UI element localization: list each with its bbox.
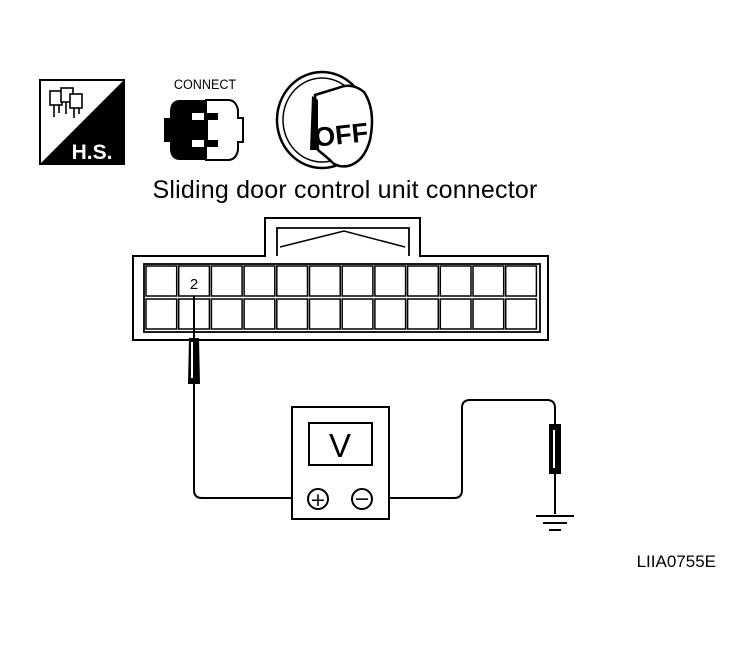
positive-probe [188,296,200,384]
voltmeter: V + − [291,406,390,520]
negative-symbol: − [354,488,370,510]
connector-cavity [145,298,178,330]
connector-cavity [243,265,276,297]
harness-side-icon: H.S. [39,79,125,165]
connector-cavity [276,298,309,330]
negative-terminal [351,488,373,510]
connector-cavity [276,265,309,297]
connect-icon: CONNECT [164,76,244,161]
connector-cavity [406,265,440,297]
connector-cavity [308,265,341,297]
connector-cavity [374,265,407,297]
ground-probe [549,424,561,514]
connector-cavity [243,298,276,330]
connector-cavity [341,265,374,297]
harness-side-label: H.S. [72,141,113,164]
connector-cavity [406,298,440,330]
ignition-off-label: OFF [313,117,370,152]
connector-title: Sliding door control unit connector [152,176,538,204]
reference-code: LIIA0755E [636,552,716,571]
ground-symbol [536,515,574,531]
connector-cavity [472,265,505,297]
connector-cavity [341,298,374,330]
connector-body [132,217,549,341]
connect-label: CONNECT [174,76,236,92]
connector-cavity [374,298,407,330]
connector-cavity [504,298,538,330]
connector-cavities [145,265,538,330]
connector-cavity [504,265,538,297]
connector-cavity [210,265,243,297]
terminal-number: 2 [190,276,198,293]
connector-cavity [308,298,341,330]
connector-cavity [439,298,472,330]
meter-unit-label: V [329,427,351,464]
connector-cavity [145,265,178,297]
test-leads [193,384,556,499]
connector-cavity [439,265,472,297]
connector-cavity [210,298,243,330]
positive-symbol: + [310,489,326,511]
connector-cavity [472,298,505,330]
positive-terminal [307,488,329,510]
ignition-off-icon: OFF [275,70,374,170]
